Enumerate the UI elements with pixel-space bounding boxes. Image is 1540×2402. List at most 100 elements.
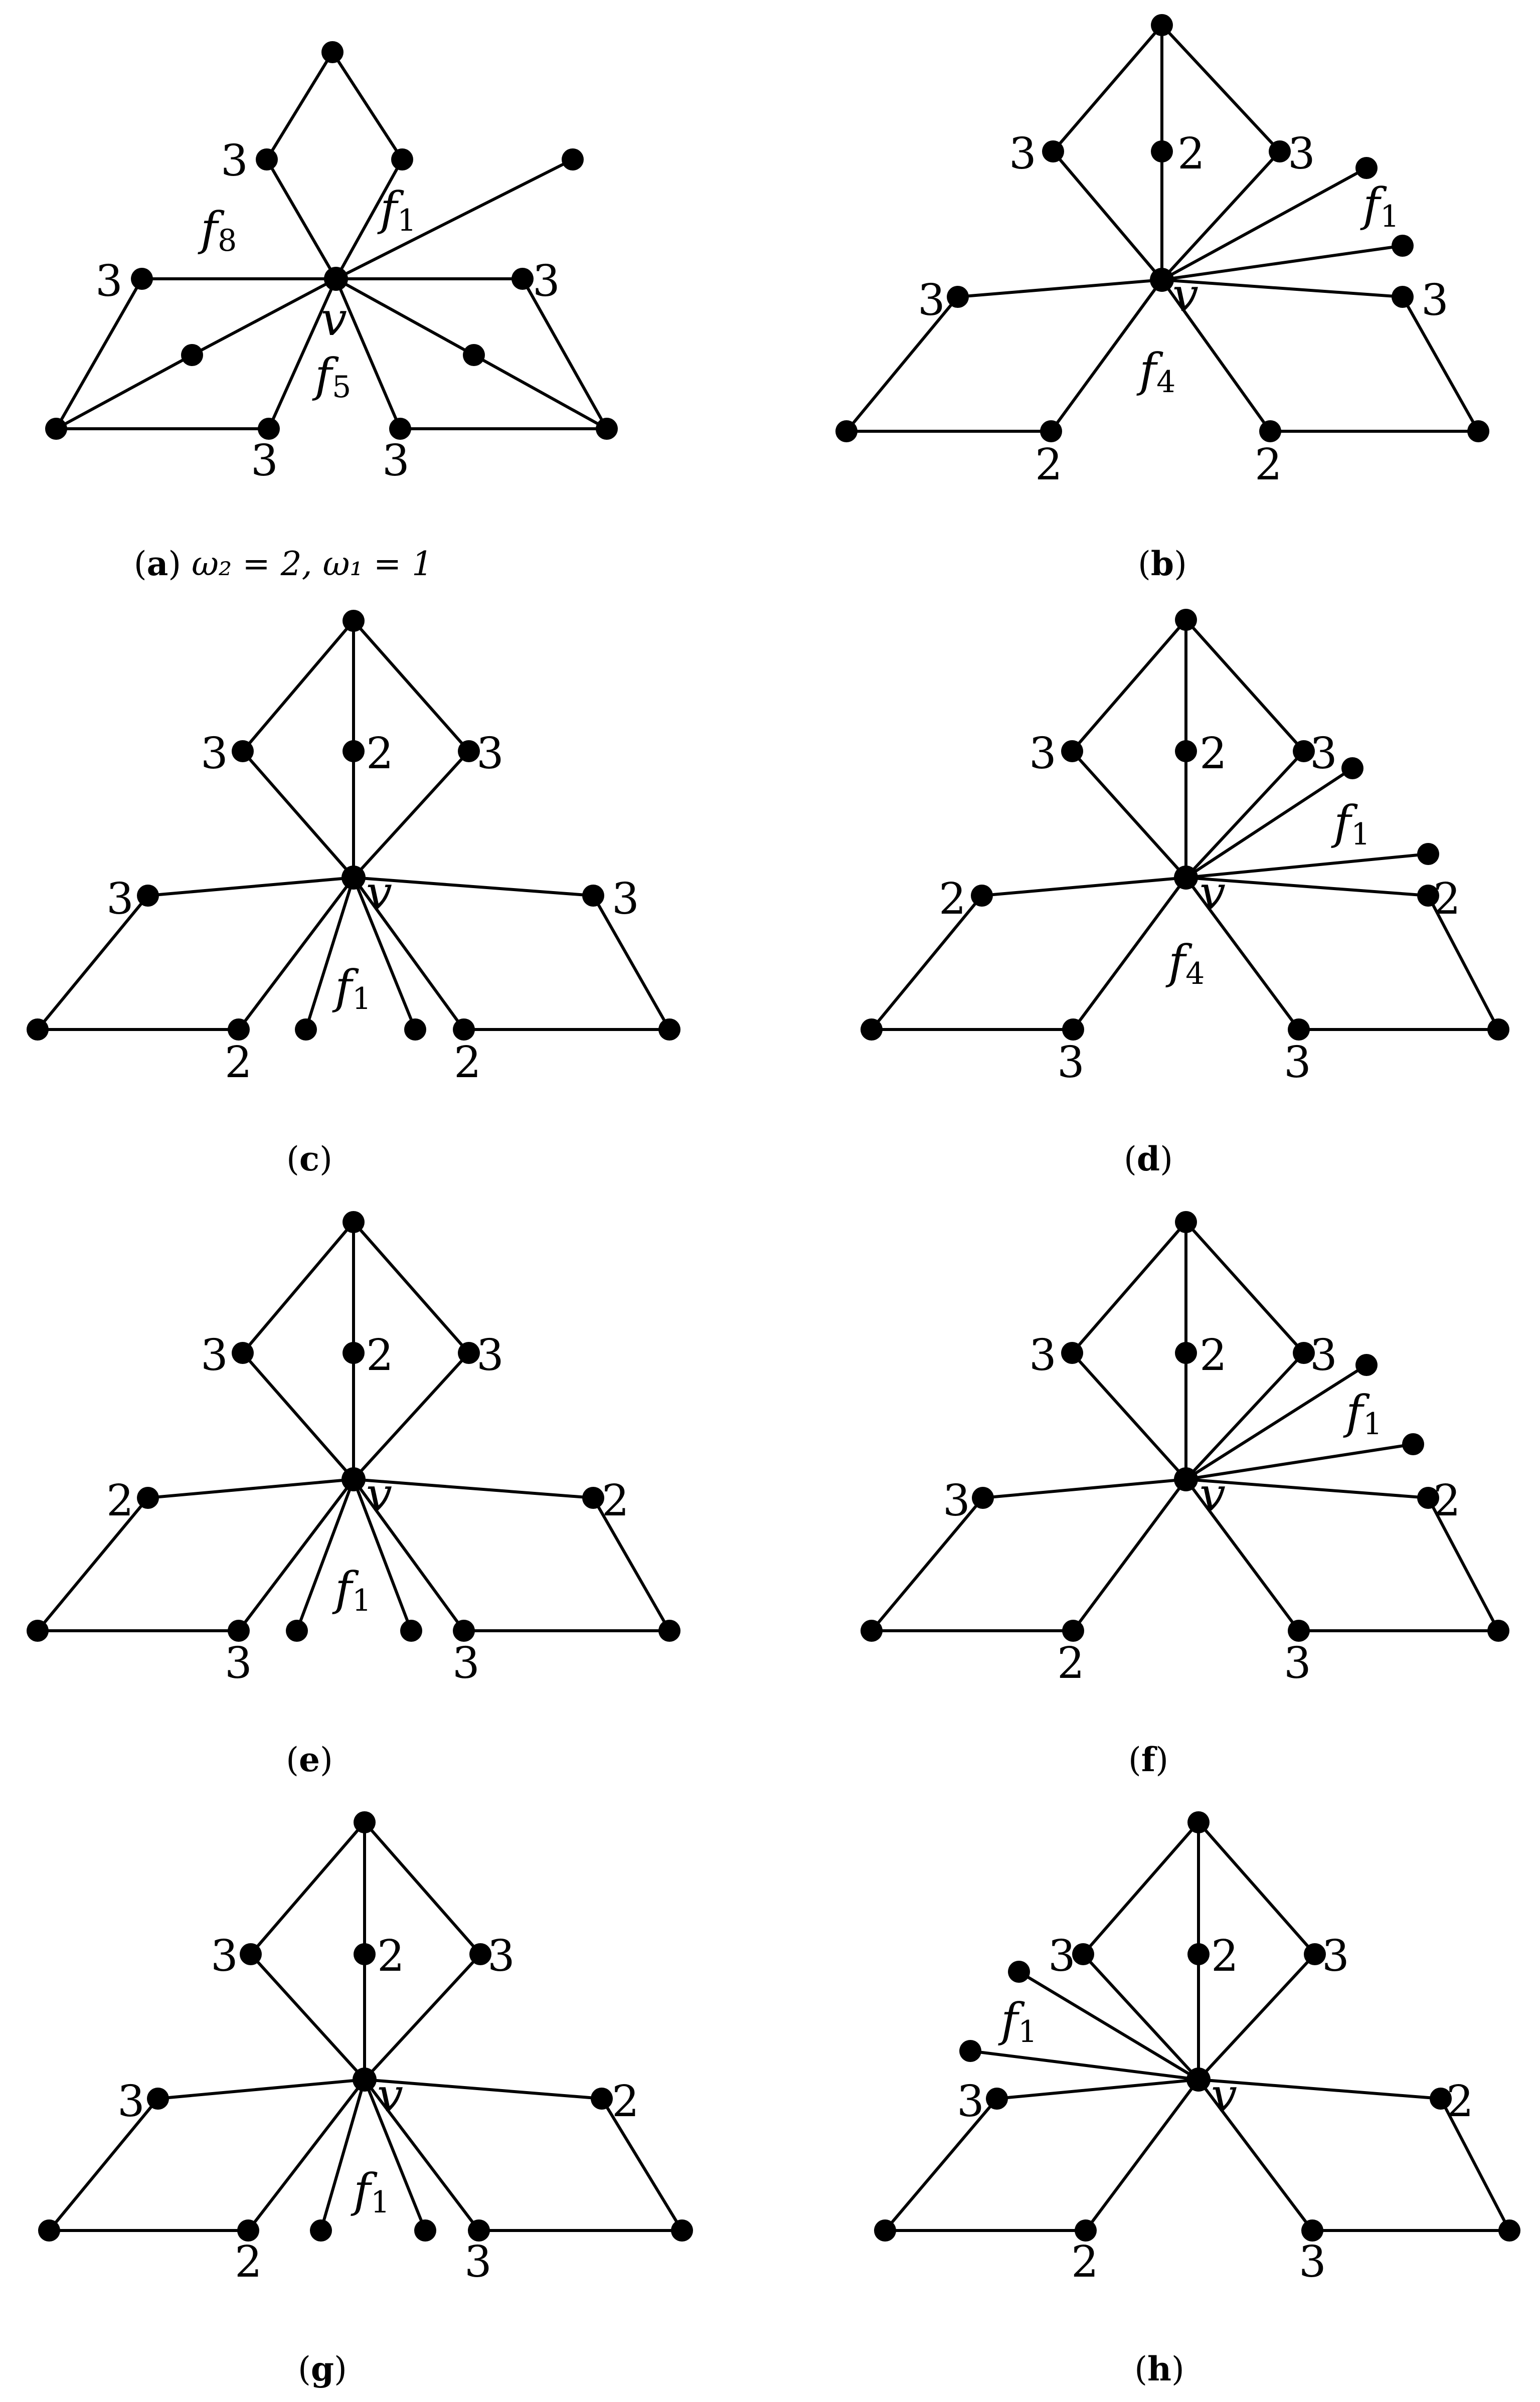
panel-h-label-ul: 3 — [1048, 1931, 1076, 1981]
panel-g-label-mr: 2 — [612, 2077, 639, 2127]
panel-e-caption: (e) — [286, 1740, 333, 1779]
panel-f-vertex-v-label: v — [1200, 1468, 1226, 1521]
panel-g-label-br: 3 — [464, 2237, 492, 2287]
panel-g-label-ur: 3 — [487, 1931, 515, 1981]
panel-f-label-bl: 2 — [1057, 1638, 1085, 1688]
panel-d-vertices — [861, 609, 1509, 1041]
panel-g-label-ul: 3 — [211, 1931, 238, 1981]
panel-d-caption-letter: d — [1136, 1139, 1160, 1178]
panel-h-edges — [884, 1821, 1511, 2232]
panel-f-label-ul: 3 — [1029, 1330, 1057, 1381]
panel-c-label-ml: 3 — [106, 874, 134, 924]
panel-c-labels: 3 2 3 3 3 2 2 v f1 — [106, 729, 639, 1088]
panel-e-caption-letter: e — [299, 1740, 320, 1779]
panel-a-caption-math: ω₂ = 2, ω₁ = 1 — [192, 545, 433, 583]
panel-f-vertices — [861, 1211, 1509, 1642]
panel-e-label-ul: 3 — [201, 1330, 228, 1381]
panel-f-labels: 3 2 3 3 2 2 3 v f1 — [943, 1330, 1461, 1688]
panel-d-label-mid: 2 — [1200, 729, 1227, 779]
panel-c-edges — [36, 619, 671, 1031]
panel-e-face-f1: f1 — [332, 1562, 371, 1618]
panel-h-label-ml: 3 — [957, 2077, 984, 2127]
panel-d-label-br: 3 — [1284, 1038, 1311, 1088]
panel-h-label-mr: 2 — [1446, 2077, 1474, 2127]
panel-b-label-ur: 3 — [1288, 129, 1315, 179]
panel-b-vertices — [835, 14, 1489, 442]
panel-d-label-ml: 2 — [939, 874, 966, 924]
panel-e-label-ur: 3 — [476, 1330, 504, 1381]
panel-e-label-mr: 2 — [602, 1476, 629, 1526]
panel-f-label-br: 3 — [1284, 1638, 1311, 1688]
panel-f-label-mid: 2 — [1200, 1330, 1227, 1381]
panel-d-labels: 3 2 3 2 2 3 3 v f1 f4 — [939, 729, 1461, 1088]
panel-a-label-br: 3 — [382, 436, 410, 486]
panel-d-edges — [870, 618, 1500, 1031]
panel-c-caption-letter: c — [299, 1139, 320, 1178]
panel-d-vertex-v-label: v — [1200, 866, 1226, 920]
panel-d-label-bl: 3 — [1057, 1038, 1085, 1088]
panel-h-vertices — [874, 1811, 1520, 2242]
panel-c-label-bl: 2 — [225, 1038, 252, 1088]
panel-g-label-ml: 3 — [117, 2077, 145, 2127]
panel-a-caption-letter: a — [146, 544, 168, 583]
panel-g-vertex-v-label: v — [377, 2069, 403, 2122]
panel-h-label-br: 3 — [1299, 2237, 1326, 2287]
panel-h-labels: 3 2 3 3 2 2 3 v f1 — [957, 1931, 1474, 2287]
panel-a-edges — [55, 51, 608, 430]
panel-h-caption-letter: h — [1147, 2349, 1171, 2388]
panel-e-vertices — [27, 1211, 680, 1642]
panel-h-label-mid: 2 — [1211, 1931, 1239, 1981]
panel-a-face-f5: f5 — [312, 349, 351, 405]
panel-f-edges — [870, 1221, 1500, 1632]
panel-a-vertex-v-label: v — [321, 292, 347, 346]
panel-a-label-ml: 3 — [95, 256, 123, 306]
panel-f-label-mr: 2 — [1433, 1476, 1461, 1526]
panel-b-vertex-v-label: v — [1172, 268, 1199, 322]
panel-a-labels: 3 3 3 3 3 v f1 f8 f5 — [95, 136, 560, 486]
panel-a-label-mr: 3 — [533, 256, 560, 306]
panel-h-face-f1: f1 — [998, 1993, 1037, 2049]
panel-e-label-mid: 2 — [366, 1330, 394, 1381]
panel-a-label-bl: 3 — [251, 436, 278, 486]
panel-c-caption: (c) — [286, 1139, 332, 1178]
panel-f-caption: (f) — [1128, 1740, 1168, 1779]
panel-g-label-mid: 2 — [377, 1931, 405, 1981]
panel-g-vertices — [38, 1811, 693, 2242]
panel-c-vertex-v-label: v — [366, 866, 392, 920]
panel-b-label-ml: 3 — [918, 275, 945, 325]
panel-g-caption: (g) — [298, 2349, 347, 2388]
panel-e-label-bl: 3 — [225, 1638, 252, 1688]
panel-e-label-br: 3 — [452, 1638, 480, 1688]
panel-a-label-ul: 3 — [221, 136, 248, 186]
panel-g-label-bl: 2 — [235, 2237, 262, 2287]
panel-b-label-br: 2 — [1255, 440, 1282, 490]
panel-c-label-mr: 3 — [612, 874, 639, 924]
panel-a-vertices — [45, 41, 618, 440]
panel-c-vertices — [27, 610, 680, 1041]
panel-f-caption-letter: f — [1141, 1740, 1156, 1779]
panel-b-caption-letter: b — [1150, 544, 1174, 583]
panel-c-face-f1: f1 — [332, 960, 371, 1016]
panel-c-label-br: 2 — [454, 1038, 481, 1088]
panel-e-labels: 3 2 3 2 2 3 3 v f1 — [106, 1330, 629, 1688]
panel-b-label-mid: 2 — [1177, 129, 1205, 179]
panel-a-caption: (a) ω₂ = 2, ω₁ = 1 — [133, 544, 433, 583]
panel-c-label-ur: 3 — [476, 729, 504, 779]
panel-d-label-ur: 3 — [1310, 729, 1337, 779]
panel-b-caption: (b) — [1138, 544, 1187, 583]
panel-c-label-ul: 3 — [201, 729, 228, 779]
panel-c-label-mid: 2 — [366, 729, 394, 779]
panel-g-caption-letter: g — [310, 2349, 334, 2388]
panel-f-label-ur: 3 — [1310, 1330, 1337, 1381]
panel-g-edges — [48, 1821, 683, 2232]
panel-b-label-mr: 3 — [1421, 275, 1449, 325]
panel-h-label-bl: 2 — [1071, 2237, 1099, 2287]
